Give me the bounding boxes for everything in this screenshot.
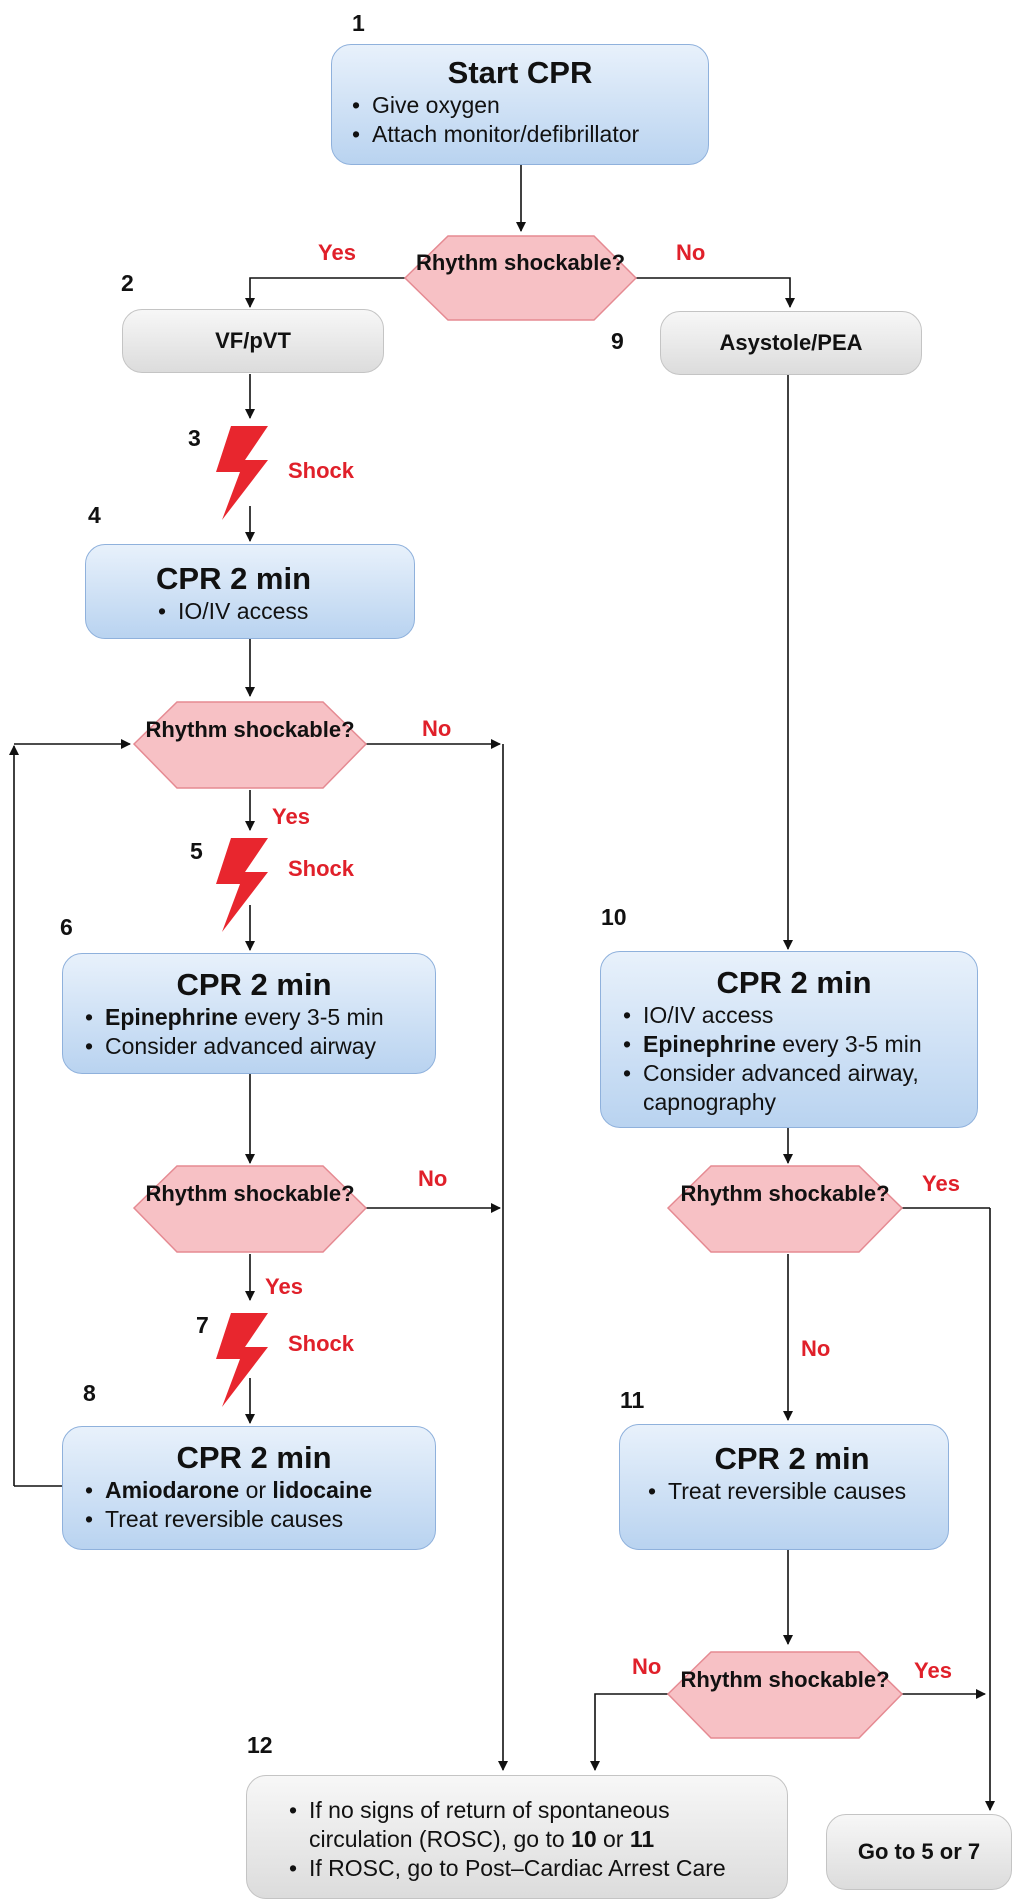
yes-label: Yes — [922, 1171, 960, 1196]
bullet-list: IO/IV access — [156, 597, 414, 626]
step-number: 11 — [620, 1387, 645, 1413]
cpr-box-4: CPR 2 min IO/IV access — [85, 544, 415, 639]
box-title: CPR 2 min — [716, 965, 872, 1000]
bullet-item: IO/IV access — [621, 1001, 967, 1030]
yes-label: Yes — [914, 1658, 952, 1683]
bullet-text: or — [239, 1477, 273, 1503]
decision-text: Rhythm shockable? — [680, 1181, 890, 1206]
bullet-text: If no signs of return of spontaneous cir… — [309, 1797, 670, 1852]
shock-label: Shock — [288, 1331, 355, 1356]
step-number: 1 — [352, 10, 365, 36]
decision-shape-1 — [403, 235, 638, 321]
shock-label: Shock — [288, 856, 355, 881]
cpr-box-8: CPR 2 min Amiodarone or lidocaine Treat … — [62, 1426, 436, 1550]
bullet-item: Consider advanced airway — [83, 1032, 425, 1061]
cpr-box-10: CPR 2 min IO/IV access Epinephrine every… — [600, 951, 978, 1128]
step-ref: 10 — [571, 1826, 597, 1852]
decision-text: Rhythm shockable? — [145, 717, 355, 742]
decision-shape-3 — [132, 1165, 368, 1253]
bullet-list: Amiodarone or lidocaine Treat reversible… — [83, 1476, 425, 1534]
no-label: No — [422, 716, 452, 741]
bullet-list: Treat reversible causes — [646, 1477, 938, 1506]
no-label: No — [418, 1166, 448, 1191]
vf-pvt-box: VF/pVT — [122, 309, 384, 373]
yes-label: Yes — [265, 1274, 303, 1299]
drug-name: Amiodarone — [105, 1477, 240, 1503]
step-number: 12 — [247, 1732, 273, 1758]
shock-label: Shock — [288, 458, 355, 483]
decision-text: Rhythm shockable? — [415, 250, 626, 275]
asystole-pea-box: Asystole/PEA — [660, 311, 922, 375]
no-label: No — [632, 1654, 662, 1679]
yes-label: Yes — [272, 804, 310, 829]
bullet-list: IO/IV access Epinephrine every 3-5 min C… — [621, 1001, 967, 1117]
step-number: 5 — [190, 838, 203, 864]
drug-name: Epinephrine — [643, 1031, 776, 1057]
bullet-item: Amiodarone or lidocaine — [83, 1476, 425, 1505]
no-label: No — [801, 1336, 831, 1361]
box-title: CPR 2 min — [156, 561, 312, 596]
bullet-item: Treat reversible causes — [83, 1505, 425, 1534]
step-number: 2 — [121, 270, 134, 296]
step-number: 7 — [196, 1312, 209, 1338]
step-ref: 11 — [629, 1826, 655, 1852]
bullet-list: Give oxygen Attach monitor/defibrillator — [348, 91, 692, 149]
bullet-item: Give oxygen — [350, 91, 692, 120]
goto-box: Go to 5 or 7 — [826, 1814, 1012, 1890]
bullet-item: Consider advanced airway, capnography — [621, 1059, 967, 1117]
box-title: Start CPR — [447, 55, 593, 90]
step-number: 9 — [611, 328, 624, 354]
decision-shape-4 — [666, 1165, 904, 1253]
bullet-item: Epinephrine every 3-5 min — [83, 1003, 425, 1032]
drug-name: Epinephrine — [105, 1004, 238, 1030]
bullet-item: Attach monitor/defibrillator — [350, 120, 692, 149]
decision-shape-5 — [666, 1651, 904, 1739]
start-cpr-box: Start CPR Give oxygen Attach monitor/def… — [331, 44, 709, 165]
yes-label: Yes — [318, 240, 356, 265]
shock-bolt-icon — [216, 838, 268, 932]
step-number: 10 — [601, 904, 627, 930]
bullet-list: If no signs of return of spontaneous cir… — [287, 1796, 777, 1883]
shock-bolt-icon — [216, 426, 268, 520]
decision-text: Rhythm shockable? — [680, 1667, 890, 1692]
step-number: 6 — [60, 914, 73, 940]
box-title: CPR 2 min — [176, 967, 332, 1002]
bullet-text: or — [596, 1826, 630, 1852]
step-number: 4 — [88, 502, 101, 528]
bullet-item: If ROSC, go to Post–Cardiac Arrest Care — [287, 1854, 777, 1883]
decision-text: Rhythm shockable? — [145, 1181, 355, 1206]
decision-shape-2 — [132, 701, 368, 789]
drug-name: lidocaine — [272, 1477, 373, 1503]
bullet-item: Epinephrine every 3-5 min — [621, 1030, 967, 1059]
bullet-text: every 3-5 min — [775, 1031, 922, 1057]
cpr-box-6: CPR 2 min Epinephrine every 3-5 min Cons… — [62, 953, 436, 1074]
cpr-box-11: CPR 2 min Treat reversible causes — [619, 1424, 949, 1550]
box-title: CPR 2 min — [714, 1441, 870, 1476]
shock-bolt-icon — [216, 1313, 268, 1407]
bullet-item: If no signs of return of spontaneous cir… — [287, 1796, 777, 1854]
box-title: CPR 2 min — [176, 1440, 332, 1475]
bullet-item: IO/IV access — [156, 597, 414, 626]
bullet-list: Epinephrine every 3-5 min Consider advan… — [83, 1003, 425, 1061]
final-instructions-box: If no signs of return of spontaneous cir… — [246, 1775, 788, 1899]
step-number: 8 — [83, 1380, 96, 1406]
bullet-item: Treat reversible causes — [646, 1477, 938, 1506]
bullet-text: every 3-5 min — [237, 1004, 384, 1030]
step-number: 3 — [188, 425, 201, 451]
no-label: No — [676, 240, 706, 265]
